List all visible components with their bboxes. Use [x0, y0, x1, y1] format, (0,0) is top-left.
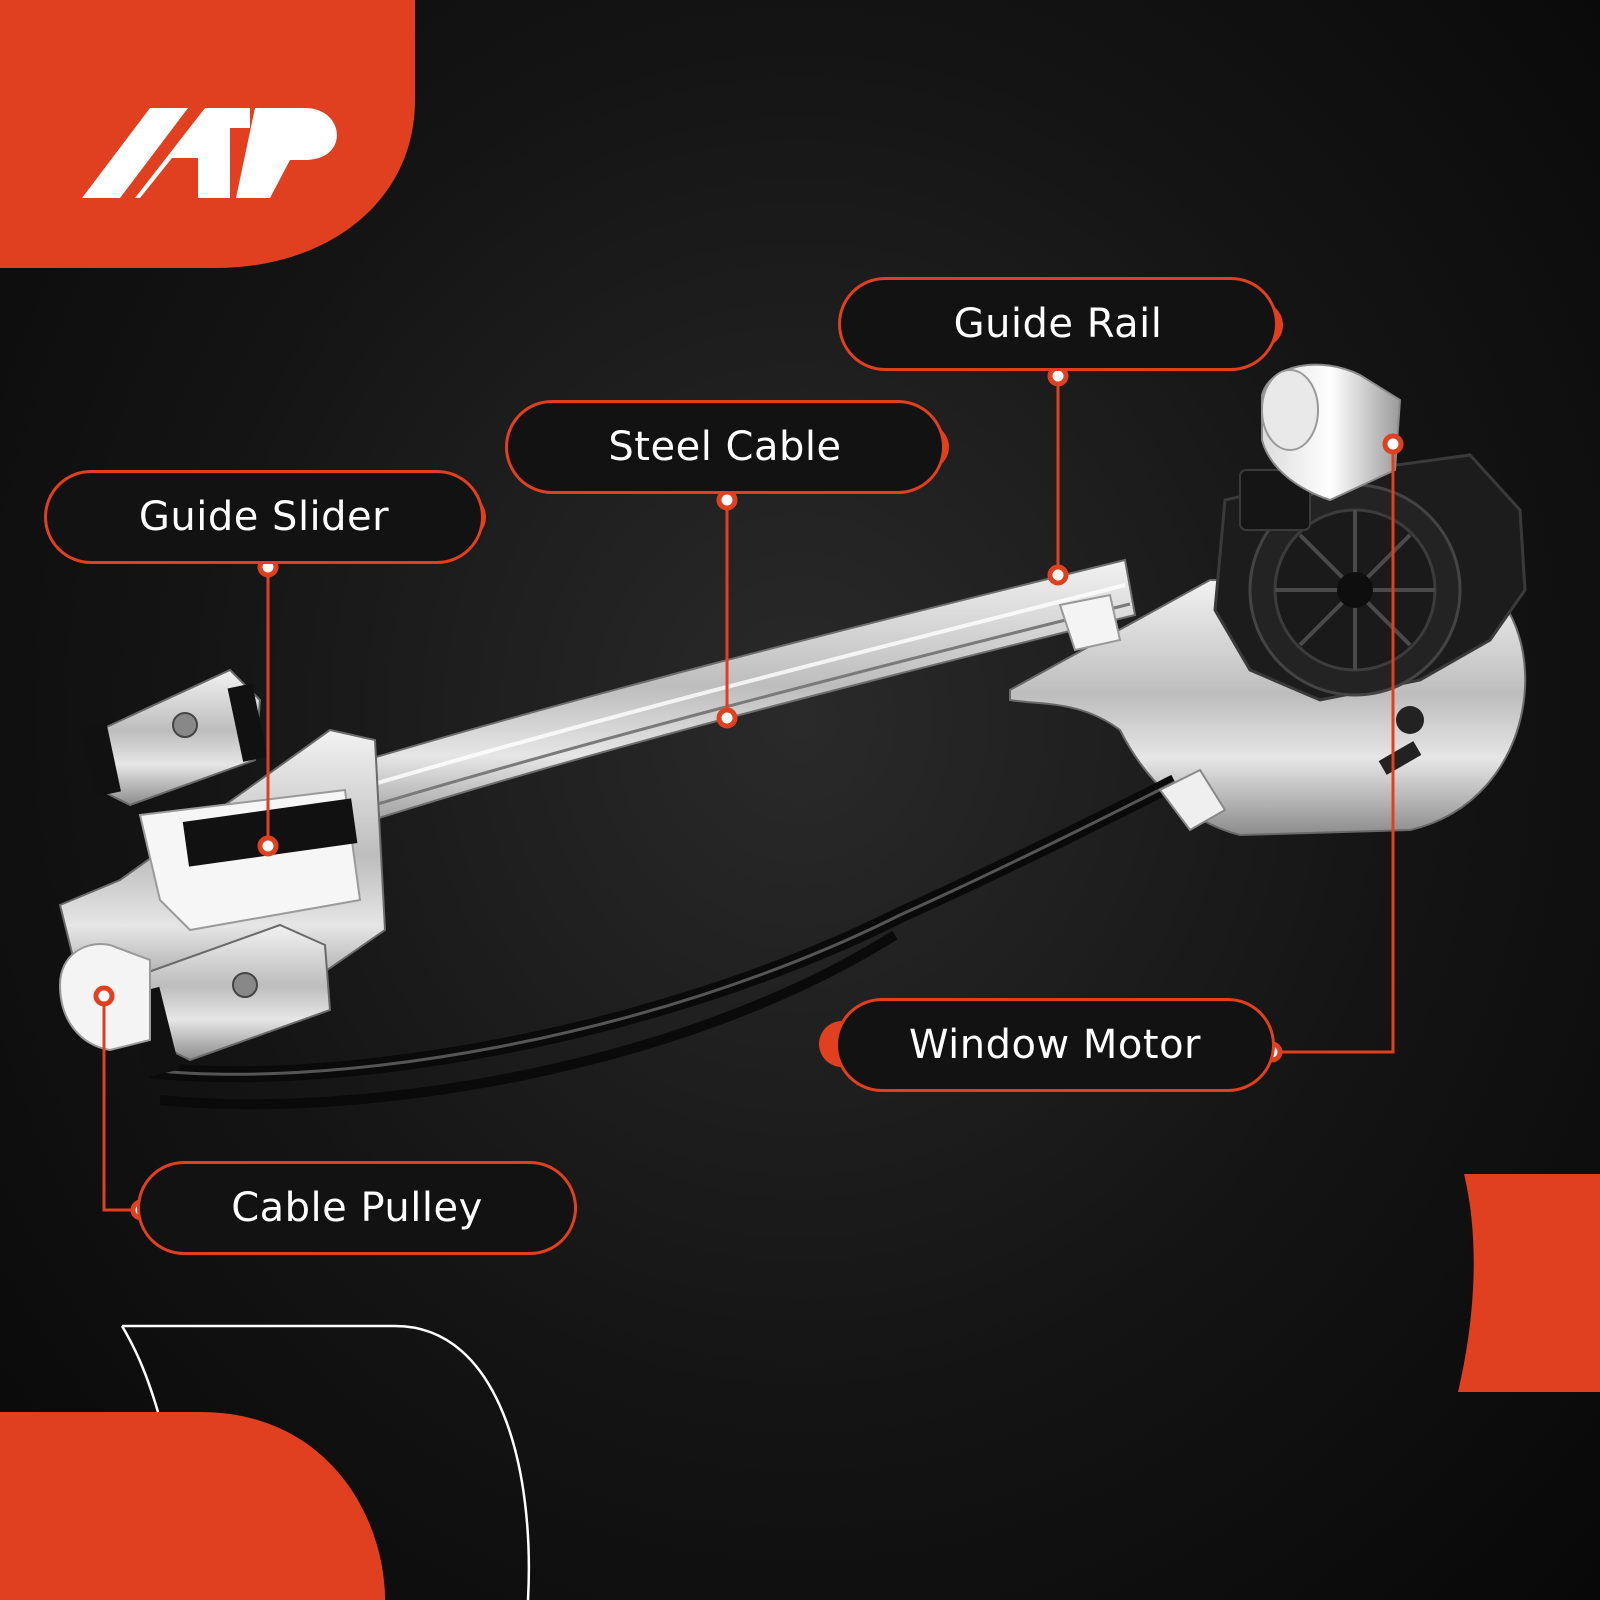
window-motor-part — [1213, 363, 1527, 702]
guide-slider-part — [58, 668, 387, 1078]
callout-guide-rail-text: Guide Rail — [953, 301, 1163, 347]
callout-guide-slider: Guide Slider — [44, 470, 484, 564]
callout-cable-pulley: Cable Pulley — [137, 1161, 577, 1255]
guide-rail-part — [298, 558, 1137, 842]
callout-window-motor-text: Window Motor — [908, 1022, 1201, 1068]
callout-steel-cable: Steel Cable — [505, 400, 945, 494]
brand-logo-icon — [82, 108, 337, 198]
brand-tab-right — [1458, 1174, 1600, 1392]
callout-cable-pulley-text: Cable Pulley — [231, 1185, 483, 1231]
callout-leaders — [102, 376, 1395, 1212]
brand-corner-bottom-left — [0, 1412, 385, 1600]
callout-guide-rail: Guide Rail — [838, 277, 1278, 371]
callout-steel-cable-text: Steel Cable — [608, 424, 842, 470]
decorative-outline-curve — [122, 1324, 531, 1600]
callout-window-motor: Window Motor — [835, 998, 1275, 1092]
callout-guide-slider-text: Guide Slider — [138, 494, 390, 540]
